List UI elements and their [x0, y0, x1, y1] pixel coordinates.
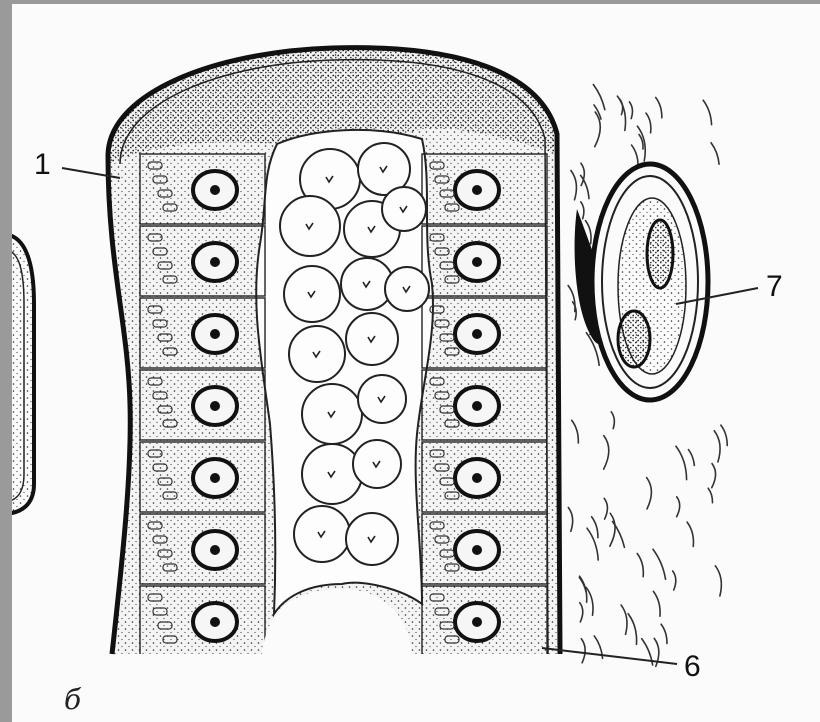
- fiber-stroke: [595, 112, 601, 147]
- nucleolus: [472, 329, 482, 339]
- nucleolus: [472, 617, 482, 627]
- fiber-stroke: [688, 450, 694, 466]
- central-cell: [302, 444, 362, 504]
- fiber-stroke: [572, 420, 579, 443]
- label-1: 1: [34, 150, 51, 180]
- central-cell: [302, 384, 362, 444]
- central-cell: [294, 506, 350, 562]
- nucleolus: [210, 185, 220, 195]
- nucleolus: [472, 257, 482, 267]
- fiber-stroke: [571, 170, 577, 199]
- nucleolus: [472, 185, 482, 195]
- fiber-stroke: [581, 163, 584, 185]
- fiber-stroke: [604, 498, 607, 519]
- fiber-stroke: [676, 446, 687, 479]
- fiber-stroke: [677, 497, 680, 517]
- central-cell: [346, 513, 398, 565]
- fiber-stroke: [712, 464, 716, 488]
- nucleolus: [210, 257, 220, 267]
- fiber-stroke: [703, 100, 711, 124]
- nucleolus: [210, 545, 220, 555]
- fiber-stroke: [587, 528, 598, 560]
- fiber-stroke: [628, 614, 636, 645]
- tissue-illustration: [12, 4, 820, 722]
- fiber-stroke: [711, 143, 719, 164]
- central-cell: [385, 267, 429, 311]
- panel-letter: б: [64, 686, 81, 714]
- fiber-stroke: [610, 513, 615, 546]
- left-partial-tubule: [12, 234, 34, 514]
- fiber-stroke: [568, 508, 572, 532]
- central-cell: [382, 187, 426, 231]
- fiber-stroke: [646, 113, 651, 133]
- histology-figure: 1 6 7 б: [12, 4, 820, 722]
- fiber-stroke: [656, 97, 662, 117]
- fiber-stroke: [714, 431, 720, 462]
- fiber-stroke: [568, 285, 575, 311]
- nucleolus: [472, 401, 482, 411]
- fiber-stroke: [637, 554, 643, 577]
- central-cell: [289, 326, 345, 382]
- central-cell: [353, 440, 401, 488]
- central-cell: [358, 375, 406, 423]
- fiber-stroke: [592, 517, 598, 538]
- fiber-stroke: [653, 549, 666, 579]
- nucleolus: [210, 617, 220, 627]
- fiber-stroke: [621, 605, 627, 634]
- fiber-stroke: [604, 436, 609, 470]
- label-7: 7: [766, 272, 783, 302]
- fiber-stroke: [673, 571, 676, 590]
- fiber-stroke: [581, 175, 589, 198]
- fiber-stroke: [661, 624, 667, 643]
- nucleolus: [472, 545, 482, 555]
- fiber-stroke: [581, 639, 585, 663]
- fiber-stroke: [637, 126, 645, 161]
- central-cell: [280, 196, 340, 256]
- fiber-stroke: [629, 102, 632, 119]
- label-6: 6: [684, 652, 701, 682]
- fiber-stroke: [647, 478, 652, 509]
- fiber-stroke: [721, 425, 727, 445]
- nucleolus: [472, 473, 482, 483]
- blood-vessel: [575, 164, 708, 400]
- fiber-stroke: [653, 591, 660, 616]
- fiber-stroke: [715, 566, 721, 596]
- fiber-stroke: [687, 522, 693, 546]
- fiber-stroke: [580, 603, 583, 622]
- central-cell: [284, 266, 340, 322]
- nucleolus: [210, 473, 220, 483]
- nucleolus: [210, 329, 220, 339]
- fiber-stroke: [581, 202, 584, 219]
- fiber-stroke: [611, 412, 614, 429]
- seminiferous-tubule: [102, 44, 572, 664]
- fiber-stroke: [708, 488, 712, 503]
- nucleolus: [210, 401, 220, 411]
- central-cell: [346, 313, 398, 365]
- leader-6: [542, 648, 677, 664]
